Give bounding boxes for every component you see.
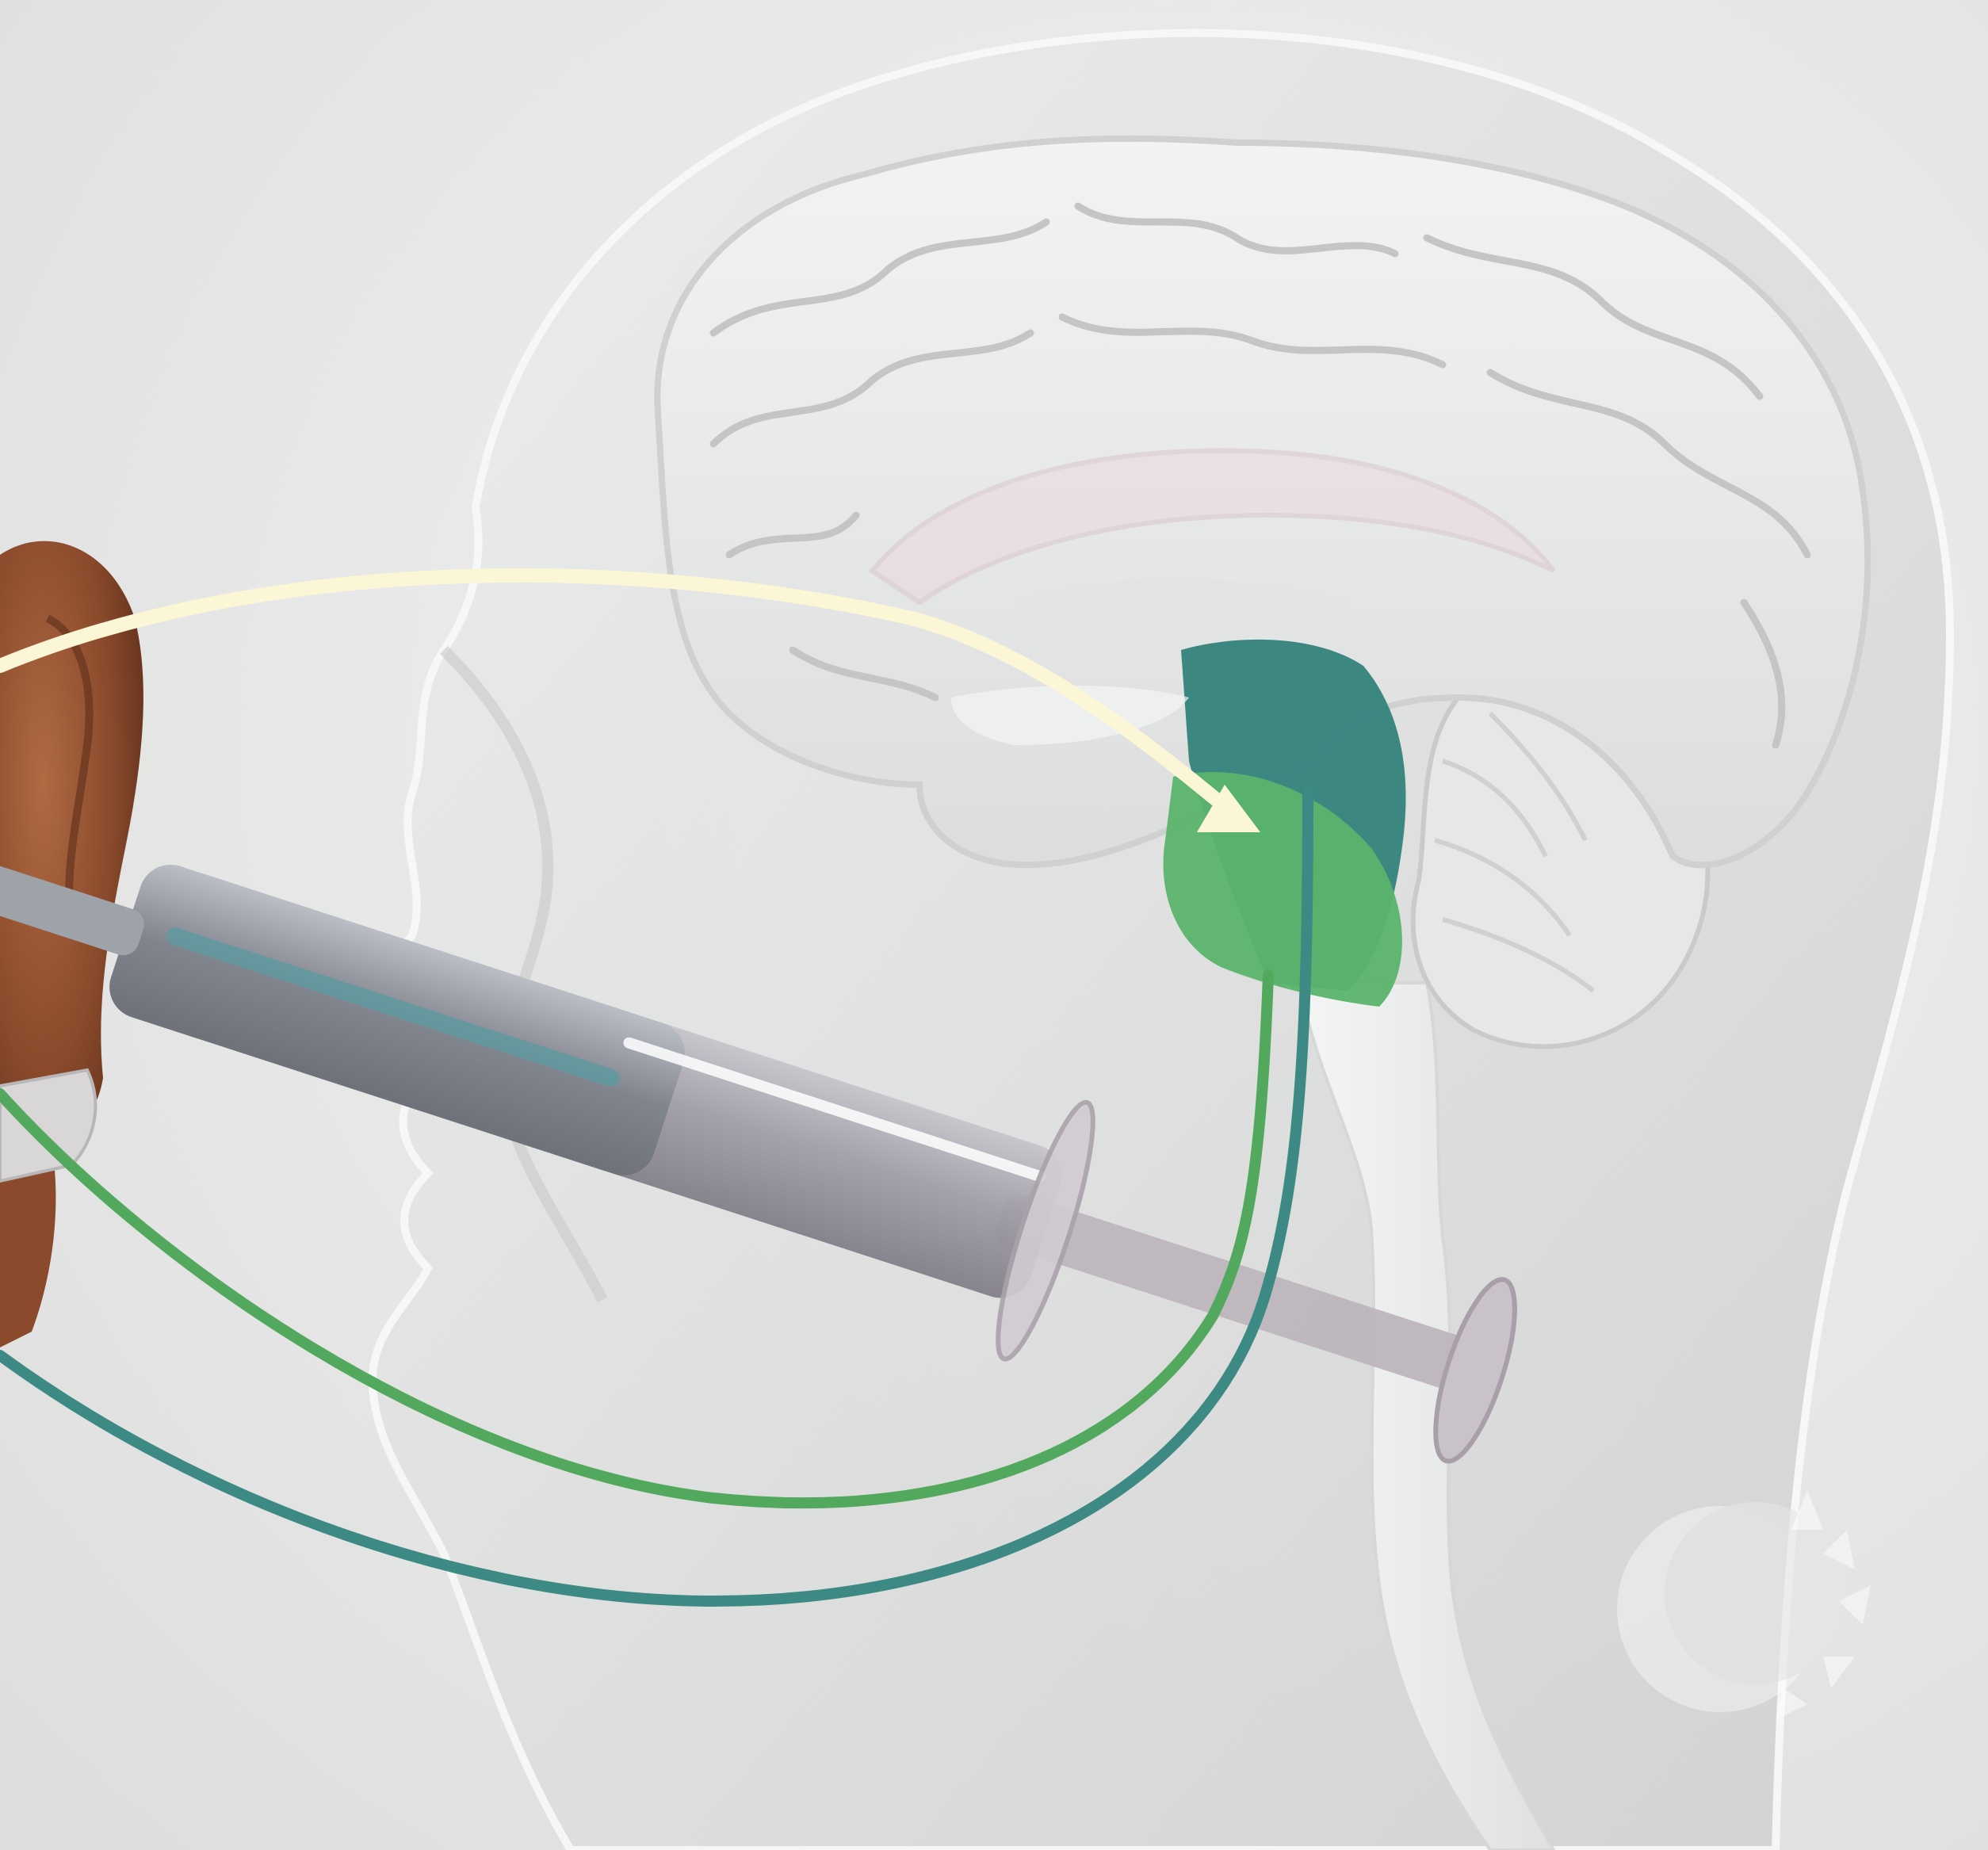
earpiece-band bbox=[0, 1070, 95, 1181]
